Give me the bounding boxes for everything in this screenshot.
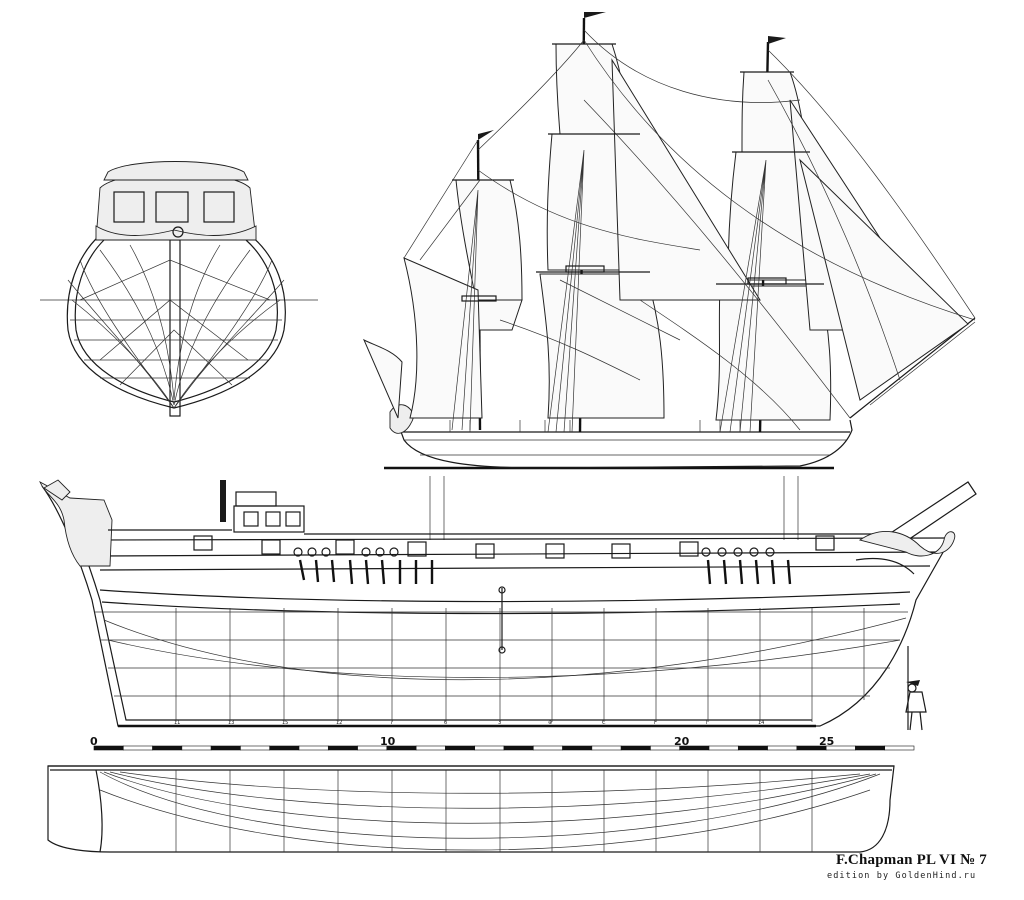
scale-segment: [240, 745, 271, 751]
frame-label: ⊕: [548, 720, 552, 726]
sail-plan: [362, 12, 976, 470]
edition-credit: edition by GoldenHind.ru: [827, 871, 977, 881]
scale-label-25: 25: [819, 735, 835, 748]
scale-label-0: 0: [90, 735, 98, 748]
deck-cannons: [293, 547, 775, 557]
scale-label-20: 20: [674, 735, 690, 748]
frame-label: 13: [228, 720, 234, 726]
scale-label-10: 10: [380, 735, 396, 748]
frame-label: 11: [174, 720, 180, 726]
half-breadth-outline: [47, 765, 895, 853]
plate-title: F.Chapman PL VI № 7: [836, 852, 988, 868]
scale-segment: [474, 745, 505, 751]
stern-transom: [95, 172, 257, 241]
frame-label: F: [654, 720, 657, 726]
stern-window: [203, 191, 235, 223]
frame-label: 7: [390, 720, 393, 726]
scale-segment: [415, 745, 446, 751]
scale-bar: [93, 745, 915, 751]
frame-label: I: [706, 720, 707, 726]
scale-segment: [855, 745, 886, 751]
scale-segment: [327, 745, 358, 751]
scale-segment: [122, 745, 153, 751]
frame-label: 6: [444, 720, 447, 726]
scale-segment: [93, 745, 124, 751]
scale-segment: [767, 745, 798, 751]
sheer-stern-carving: [39, 480, 113, 567]
stern-window: [113, 191, 145, 223]
scale-segment: [298, 745, 329, 751]
frame-label: 15: [282, 720, 288, 726]
scale-segment: [591, 745, 622, 751]
scale-segment: [532, 745, 563, 751]
sheer-hull-outline: [41, 485, 951, 727]
frame-label: C: [602, 720, 606, 726]
scale-segment: [737, 745, 768, 751]
frame-label: 12: [336, 720, 342, 726]
gunport-row: [193, 535, 835, 559]
frame-labels: 11 13 15 12 7 6 3 ⊕ C F I 14: [174, 720, 764, 726]
pennant-flag: [768, 36, 786, 44]
scale-segment: [884, 745, 915, 751]
pennant-flag: [584, 12, 606, 18]
stern-window: [155, 191, 189, 223]
bow-head: [858, 531, 956, 557]
sail-plan-hull: [395, 417, 853, 469]
scale-segment: [269, 745, 300, 751]
sheer-plan: [39, 476, 977, 731]
half-breadth-plan: [47, 765, 895, 853]
scale-segment: [503, 745, 534, 751]
pennant-flag: [478, 130, 494, 140]
frame-label: 14: [758, 720, 764, 726]
scale-segment: [210, 745, 241, 751]
scale-segment: [620, 745, 651, 751]
scale-segment: [445, 745, 476, 751]
human-figure: [905, 646, 927, 731]
scale-segment: [708, 745, 739, 751]
scale-segment: [181, 745, 212, 751]
frame-label: 3: [498, 720, 501, 726]
scale-segment: [562, 745, 593, 751]
ensign-flag: [362, 338, 403, 419]
scale-segment: [152, 745, 183, 751]
stern-view: [40, 161, 318, 417]
